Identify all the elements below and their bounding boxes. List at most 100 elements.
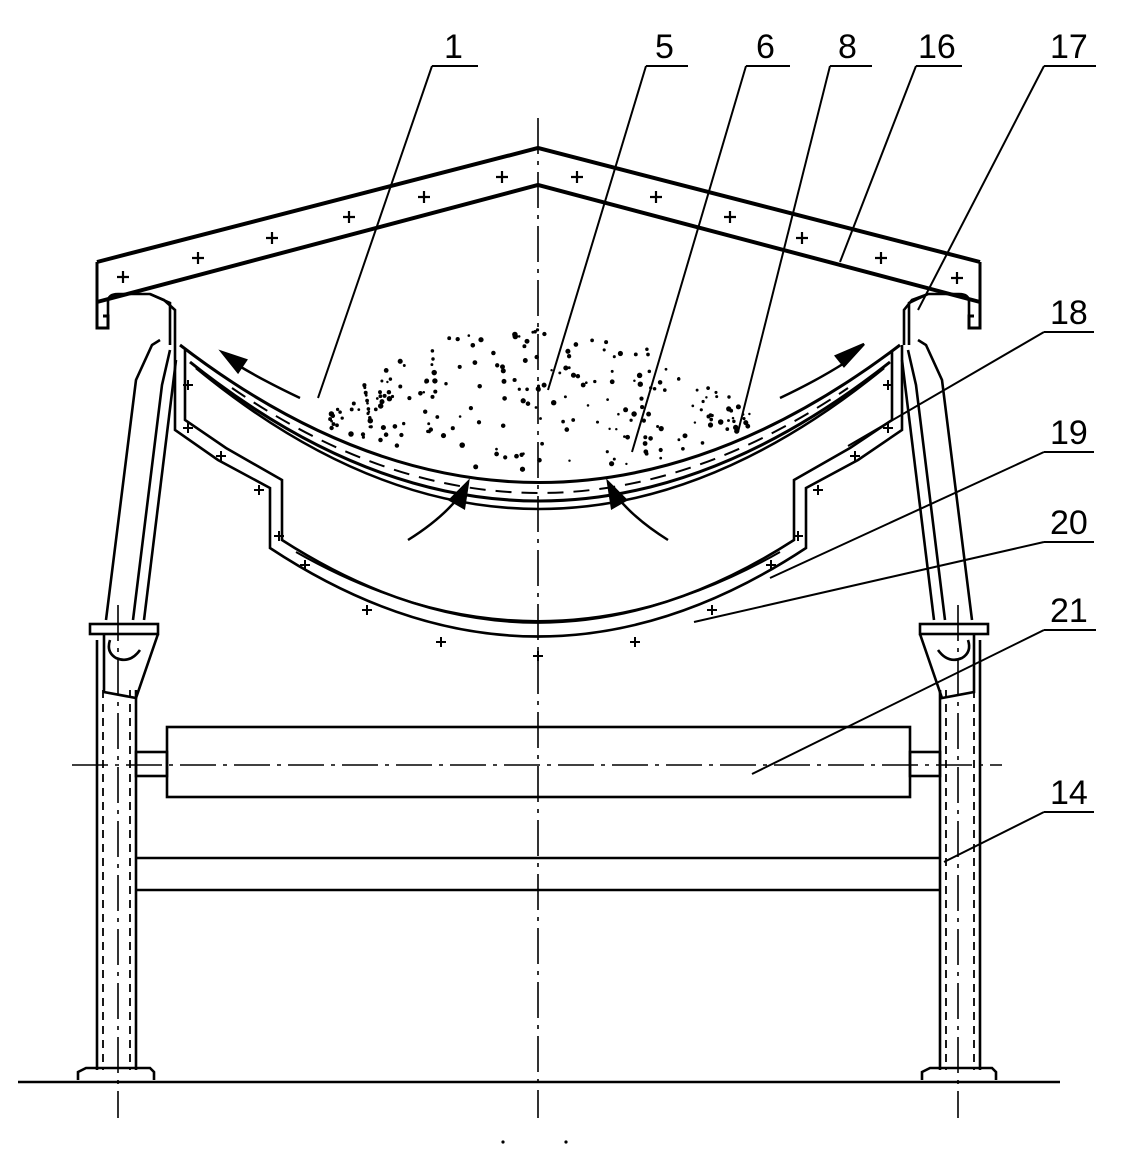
air-film-dashed bbox=[231, 387, 849, 494]
material-particle bbox=[742, 417, 746, 421]
label-5: 5 bbox=[655, 28, 674, 66]
material-particle bbox=[402, 364, 406, 367]
material-particle bbox=[623, 435, 626, 438]
material-particle bbox=[534, 354, 539, 360]
material-particle bbox=[500, 368, 506, 374]
right-air-arrowhead bbox=[606, 478, 629, 510]
material-particle bbox=[369, 425, 373, 429]
material-particle bbox=[514, 453, 519, 459]
material-particle bbox=[571, 418, 576, 422]
material-particle bbox=[382, 393, 387, 398]
material-particle bbox=[495, 363, 500, 368]
material-particle bbox=[328, 411, 335, 417]
material-particle bbox=[700, 441, 705, 445]
material-particle bbox=[610, 369, 614, 373]
material-particle bbox=[609, 379, 615, 385]
material-particle bbox=[625, 434, 630, 440]
material-particle bbox=[455, 336, 460, 342]
material-particle bbox=[468, 405, 474, 411]
material-particle bbox=[535, 328, 540, 332]
material-particle bbox=[563, 395, 567, 399]
material-particle bbox=[531, 330, 535, 334]
material-particle bbox=[447, 336, 452, 341]
air-flow-arrows bbox=[407, 478, 669, 542]
material-particle bbox=[378, 390, 382, 395]
material-particle bbox=[744, 421, 748, 425]
material-particle bbox=[537, 457, 542, 463]
material-particle bbox=[570, 372, 577, 378]
right-belt-arrowhead bbox=[833, 342, 865, 368]
label-20: 20 bbox=[1050, 504, 1088, 542]
material-particle bbox=[623, 407, 629, 413]
material-particle bbox=[682, 433, 688, 439]
material-particle bbox=[575, 373, 581, 379]
material-particle bbox=[500, 364, 505, 370]
material-particle bbox=[691, 404, 695, 408]
material-particle bbox=[394, 443, 400, 448]
material-particle bbox=[459, 442, 465, 448]
left-strut bbox=[104, 338, 161, 621]
material-particle bbox=[567, 366, 571, 370]
material-particle bbox=[595, 420, 600, 424]
material-particle bbox=[617, 412, 620, 416]
material-particle bbox=[677, 438, 681, 442]
material-particle bbox=[366, 401, 369, 405]
material-particle bbox=[705, 396, 708, 399]
material-particle bbox=[540, 441, 544, 446]
roof-outer-edge bbox=[96, 145, 981, 264]
air-box-outer bbox=[173, 345, 904, 638]
material-particle bbox=[432, 378, 438, 384]
material-particle bbox=[536, 387, 541, 392]
material-particle bbox=[662, 388, 667, 392]
material-particle bbox=[639, 396, 644, 401]
material-particle bbox=[377, 403, 384, 409]
material-particle bbox=[426, 429, 430, 434]
roof-inner-edge bbox=[96, 182, 981, 304]
label-6: 6 bbox=[756, 28, 775, 66]
material-particle bbox=[652, 387, 657, 391]
right-clamp-plate bbox=[918, 622, 990, 636]
material-particle bbox=[494, 451, 499, 457]
material-particle bbox=[699, 408, 703, 412]
material-particle bbox=[707, 422, 714, 428]
material-particle bbox=[715, 395, 719, 399]
material-particle bbox=[335, 423, 339, 428]
material-particle bbox=[418, 391, 423, 396]
material-particle bbox=[646, 352, 650, 357]
material-particle bbox=[633, 379, 636, 383]
material-particle bbox=[524, 338, 530, 344]
material-particle bbox=[491, 350, 496, 356]
material-particle bbox=[563, 365, 569, 371]
material-particle bbox=[522, 452, 525, 456]
material-particle bbox=[550, 399, 557, 406]
material-particle bbox=[648, 436, 653, 441]
material-particle bbox=[450, 426, 455, 431]
label-14: 14 bbox=[1050, 774, 1088, 812]
material-particle bbox=[525, 387, 529, 392]
material-particle bbox=[731, 416, 735, 420]
material-particle bbox=[476, 420, 482, 425]
material-particle bbox=[390, 394, 395, 399]
material-particle bbox=[520, 398, 526, 404]
right-air-arrow bbox=[617, 497, 669, 542]
material-particle bbox=[386, 396, 393, 402]
material-particle bbox=[633, 352, 638, 357]
material-particle bbox=[561, 419, 565, 424]
material-particle bbox=[558, 371, 562, 375]
air-box-inner bbox=[183, 350, 894, 624]
material-particle bbox=[645, 347, 649, 351]
material-particle bbox=[512, 331, 518, 338]
material-particle bbox=[427, 422, 431, 426]
trough-plate bbox=[195, 367, 885, 511]
right-strut bbox=[917, 338, 974, 621]
material-particle bbox=[433, 389, 438, 394]
bulk-material-particles bbox=[328, 328, 751, 472]
material-particle bbox=[435, 415, 440, 419]
material-particle bbox=[458, 415, 462, 418]
material-particle bbox=[431, 357, 435, 361]
left-belt-arrow bbox=[235, 362, 301, 400]
material-particle bbox=[512, 377, 517, 383]
material-particle bbox=[331, 422, 336, 427]
material-particle bbox=[383, 368, 389, 373]
